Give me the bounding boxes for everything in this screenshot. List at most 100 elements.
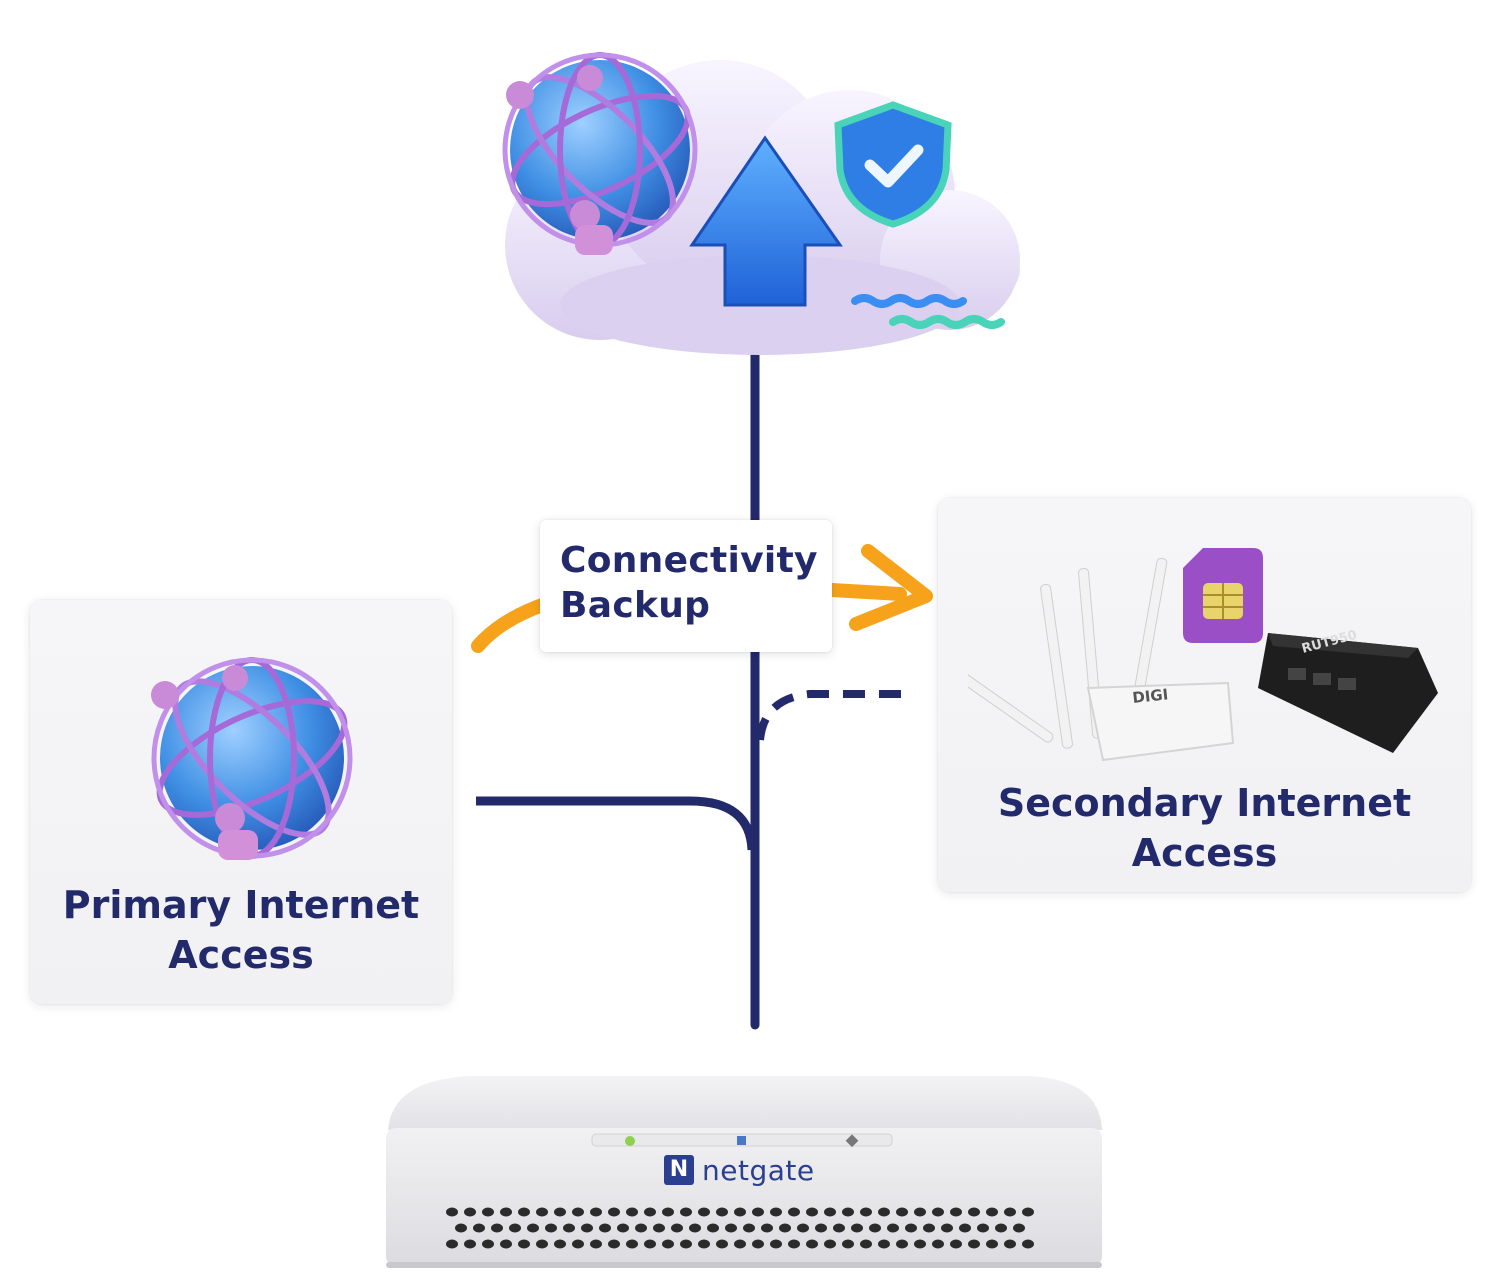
vent-hole (473, 1223, 485, 1233)
digi-label: DIGI (1132, 685, 1170, 707)
vent-hole (482, 1207, 494, 1217)
vent-hole (644, 1207, 656, 1217)
vent-hole (842, 1239, 854, 1249)
vent-hole (842, 1207, 854, 1217)
status-led-icon (625, 1136, 635, 1146)
vent-hole (833, 1223, 845, 1233)
secondary-title-line2: Access (1131, 831, 1278, 875)
vent-hole (680, 1239, 692, 1249)
vent-hole (608, 1239, 620, 1249)
vent-hole (500, 1207, 512, 1217)
vent-hole (1004, 1207, 1016, 1217)
vent-hole (608, 1207, 620, 1217)
vent-hole (545, 1223, 557, 1233)
vent-hole (887, 1223, 899, 1233)
vent-hole (734, 1207, 746, 1217)
vent-hole (914, 1239, 926, 1249)
vent-hole (869, 1223, 881, 1233)
primary-internet-card: Primary Internet Access (30, 600, 452, 1004)
netgate-mark: N (664, 1155, 694, 1185)
vent-hole (581, 1223, 593, 1233)
vent-hole (698, 1207, 710, 1217)
vent-hole (725, 1223, 737, 1233)
vent-hole (590, 1239, 602, 1249)
vent-hole (653, 1223, 665, 1233)
vent-hole (482, 1239, 494, 1249)
secondary-title-line1: Secondary Internet (997, 781, 1412, 825)
vent-hole (563, 1223, 575, 1233)
vent-hole (644, 1239, 656, 1249)
globe-network-icon (502, 52, 698, 255)
vent-hole (671, 1223, 683, 1233)
vent-hole (518, 1207, 530, 1217)
vent-hole (698, 1239, 710, 1249)
vent-hole (860, 1207, 872, 1217)
secondary-connection-line (756, 690, 915, 741)
router-icon: DIGI (968, 557, 1235, 762)
vent-hole (932, 1207, 944, 1217)
vent-hole (896, 1207, 908, 1217)
vent-hole (878, 1207, 890, 1217)
vent-hole (536, 1239, 548, 1249)
vent-hole (815, 1223, 827, 1233)
vent-hole (500, 1239, 512, 1249)
vent-hole (995, 1223, 1007, 1233)
vent-hole (797, 1223, 809, 1233)
vent-hole (752, 1239, 764, 1249)
globe-network-icon (151, 657, 353, 860)
router-group: DIGI RUT950 (968, 548, 1438, 762)
primary-connection-line (476, 796, 757, 851)
vent-hole (941, 1223, 953, 1233)
primary-internet-title: Primary Internet Access (30, 880, 452, 980)
vent-hole (860, 1239, 872, 1249)
vent-hole (977, 1223, 989, 1233)
vent-hole (626, 1239, 638, 1249)
vent-hole (752, 1207, 764, 1217)
backup-arrow-line (825, 583, 907, 601)
vent-hole (554, 1207, 566, 1217)
vent-hole (527, 1223, 539, 1233)
vent-hole (635, 1223, 647, 1233)
vent-hole (680, 1207, 692, 1217)
vent-hole (959, 1223, 971, 1233)
vent-hole (950, 1239, 962, 1249)
vent-hole (743, 1223, 755, 1233)
vent-hole (455, 1223, 467, 1233)
vent-hole (761, 1223, 773, 1233)
vent-hole (806, 1207, 818, 1217)
vent-hole (518, 1239, 530, 1249)
backup-arrow-tail (471, 597, 552, 653)
vent-hole (464, 1239, 476, 1249)
vent-hole (626, 1207, 638, 1217)
vent-hole (986, 1239, 998, 1249)
vent-hole (923, 1223, 935, 1233)
vent-hole (572, 1239, 584, 1249)
vent-hole (896, 1239, 908, 1249)
vent-hole (770, 1239, 782, 1249)
connectivity-backup-label: Connectivity Backup (540, 520, 832, 652)
vent-hole (509, 1223, 521, 1233)
vent-hole (446, 1207, 458, 1217)
vent-hole (689, 1223, 701, 1233)
shield-check-icon (834, 101, 952, 228)
vent-hole (554, 1239, 566, 1249)
vent-hole (617, 1223, 629, 1233)
vent-hole (968, 1207, 980, 1217)
netgate-wordmark: netgate (702, 1153, 815, 1187)
vent-hole (1022, 1239, 1034, 1249)
primary-title-line1: Primary Internet (62, 883, 420, 927)
vent-hole (716, 1239, 728, 1249)
vent-hole (662, 1207, 674, 1217)
vent-hole (779, 1223, 791, 1233)
backup-label-line1: Connectivity (560, 540, 818, 581)
vent-hole (599, 1223, 611, 1233)
vent-hole (572, 1207, 584, 1217)
netgate-logo: N netgate (664, 1152, 815, 1188)
vent-hole (536, 1207, 548, 1217)
vent-hole (824, 1239, 836, 1249)
vent-hole (1022, 1207, 1034, 1217)
signal-waves-icon (851, 294, 1005, 329)
vent-hole (824, 1207, 836, 1217)
